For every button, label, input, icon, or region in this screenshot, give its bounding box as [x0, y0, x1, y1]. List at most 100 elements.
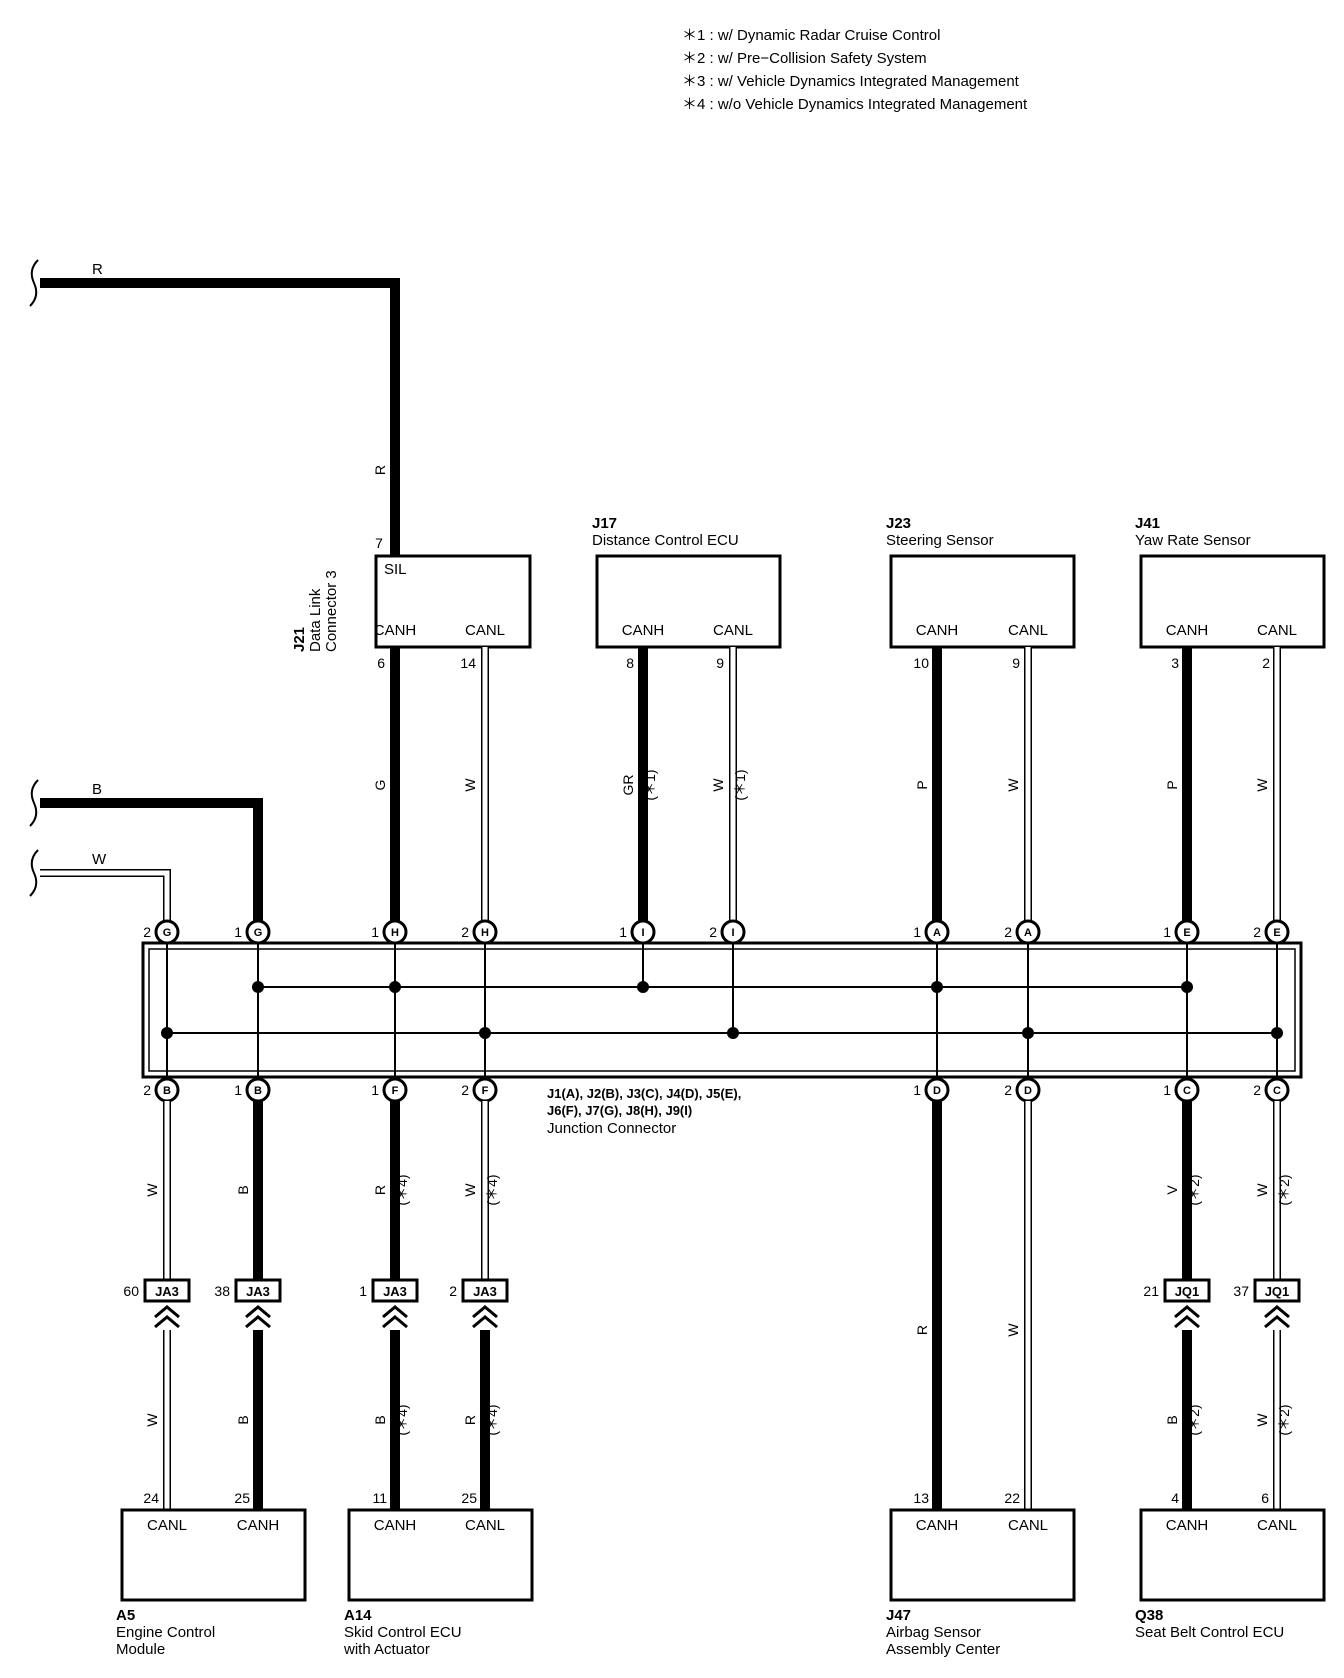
connector-name: JA3: [383, 1284, 407, 1299]
splice-dots: [161, 981, 1283, 1039]
pin-number: 1: [913, 924, 921, 940]
wire-color-label: GR: [620, 775, 636, 796]
ecu-code: A5: [116, 1607, 135, 1624]
pin-number: 2: [461, 1082, 469, 1098]
offpage-break-symbol: [29, 779, 39, 827]
terminal-canh: CANH: [916, 1517, 959, 1534]
wire-condition-label: (＊2): [1186, 1174, 1202, 1205]
pin-number: 25: [461, 1490, 477, 1506]
wire-color-label: W: [1254, 778, 1270, 792]
ecu-j21: SIL 7 CANH CANL J21 Data Link Connector …: [291, 535, 532, 652]
wire-condition-label: (＊4): [394, 1174, 410, 1205]
pin-letter: F: [482, 1085, 489, 1097]
ecu-name-line-2: with Actuator: [343, 1641, 430, 1658]
wire-color-label: R: [462, 1415, 478, 1425]
pin-letter: I: [731, 927, 734, 939]
ecu-code: J23: [886, 515, 911, 532]
pin-number: 14: [460, 655, 476, 671]
offpage-b-wire: [40, 798, 263, 932]
pin-number: 1: [1163, 924, 1171, 940]
connector-name: JQ1: [1175, 1284, 1200, 1299]
pin-number: 2: [1253, 924, 1261, 940]
wire-color-label: B: [235, 1415, 251, 1424]
pin-letter: F: [392, 1085, 399, 1097]
pin-number: 2: [461, 924, 469, 940]
chevron-up-icon: [1174, 1305, 1200, 1329]
pin-letter: A: [933, 927, 941, 939]
inline-connectors: JA3 60 JA3 38 JA3 1 JA3 2 JQ1: [123, 1278, 1301, 1329]
offpage-r-label: R: [92, 261, 103, 278]
pin-number: 8: [626, 655, 634, 671]
terminal-canl: CANL: [465, 622, 505, 639]
pin-number: 7: [375, 535, 383, 551]
offpage-w-label: W: [92, 851, 107, 868]
pin-number: 6: [1261, 1490, 1269, 1506]
wire-color-label: W: [144, 1183, 160, 1197]
pin-letter: C: [1273, 1085, 1281, 1097]
inline-connector-ja3: JA3 1: [359, 1278, 419, 1329]
wire-condition-label: (＊4): [484, 1174, 500, 1205]
pin-number: 3: [1171, 655, 1179, 671]
connector-name: JA3: [155, 1284, 179, 1299]
junction-label-line-3: Junction Connector: [547, 1120, 676, 1137]
terminal-canh: CANH: [622, 622, 665, 639]
terminal-sil: SIL: [384, 561, 407, 578]
wire-color-label: R: [372, 465, 388, 475]
pin-letter: B: [163, 1085, 171, 1097]
wire-condition-label: (＊4): [484, 1404, 500, 1435]
chevron-up-icon: [154, 1305, 180, 1329]
terminal-canl: CANL: [713, 622, 753, 639]
terminal-canl: CANL: [1008, 622, 1048, 639]
pin-number: 2: [1262, 655, 1270, 671]
pin-number: 25: [234, 1490, 250, 1506]
connector-name: JA3: [246, 1284, 270, 1299]
ecu-name-line-1: Seat Belt Control ECU: [1135, 1624, 1284, 1641]
notes-legend: ＊1 : w/ Dynamic Radar Cruise Control ＊2 …: [682, 27, 1028, 113]
pin-number: 2: [449, 1283, 457, 1299]
ecu-q38: 4 6 CANH CANL Q38 Seat Belt Control ECU: [1135, 1490, 1326, 1641]
connector-name: JA3: [473, 1284, 497, 1299]
terminal-canl: CANL: [1257, 622, 1297, 639]
terminal-canh: CANH: [1166, 1517, 1209, 1534]
ecu-a5: 24 25 CANL CANH A5 Engine Control Module: [116, 1490, 307, 1658]
wire-color-label: B: [1164, 1415, 1180, 1424]
lower-wires: W B B (＊4) R (＊4) B (＊2) W (＊2): [144, 1330, 1292, 1510]
wire-color-label: W: [710, 778, 726, 792]
pin-number: 9: [716, 655, 724, 671]
pin-number: 37: [1233, 1283, 1249, 1299]
ecu-code: J47: [886, 1607, 911, 1624]
pin-number: 2: [143, 1082, 151, 1098]
ecu-name: Distance Control ECU: [592, 532, 739, 549]
pin-number: 24: [143, 1490, 159, 1506]
note-1: ＊1 : w/ Dynamic Radar Cruise Control: [682, 27, 940, 44]
ecu-code: J17: [592, 515, 617, 532]
pin-number: 1: [234, 1082, 242, 1098]
wire-condition-label: (＊4): [394, 1404, 410, 1435]
junction-internal-lines: [166, 943, 1278, 1077]
pin-number: 38: [214, 1283, 230, 1299]
offpage-wires: R R B W: [29, 259, 400, 932]
wire-color-label: B: [235, 1185, 251, 1194]
pin-number: 6: [377, 655, 385, 671]
ecu-j47: 13 22 CANH CANL J47 Airbag Sensor Assemb…: [886, 1490, 1076, 1658]
inline-connector-ja3: JA3 2: [449, 1278, 509, 1329]
chevron-up-icon: [245, 1305, 271, 1329]
wire-condition-label: (＊1): [642, 769, 658, 800]
wire-color-label: W: [1254, 1183, 1270, 1197]
pin-number: 2: [1004, 924, 1012, 940]
bottom-pins: B B F F D D C C 2 1 1 2 1 2 1 2: [143, 1077, 1290, 1103]
wire-color-label: W: [144, 1413, 160, 1427]
pin-number: 22: [1004, 1490, 1020, 1506]
pin-number: 1: [619, 924, 627, 940]
chevron-up-icon: [382, 1305, 408, 1329]
ecu-code: J21: [291, 627, 308, 652]
pin-letter: C: [1183, 1085, 1191, 1097]
ecu-name: Yaw Rate Sensor: [1135, 532, 1251, 549]
pin-number: 13: [913, 1490, 929, 1506]
pin-letter: E: [1273, 927, 1280, 939]
ecu-code: A14: [344, 1607, 372, 1624]
pin-number: 10: [913, 655, 929, 671]
connector-name: JQ1: [1265, 1284, 1290, 1299]
wire-color-label: W: [1005, 778, 1021, 792]
